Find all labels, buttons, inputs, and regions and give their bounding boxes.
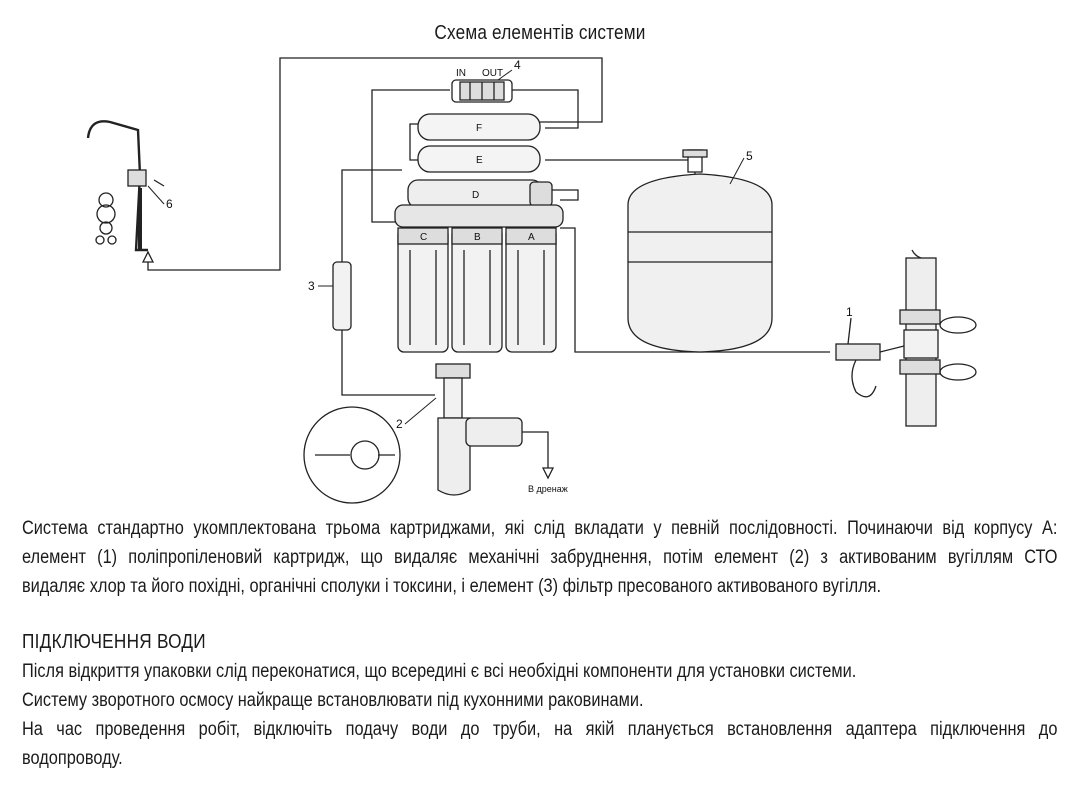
manifold-head — [394, 204, 564, 228]
membrane-e — [417, 145, 541, 173]
label-e: E — [476, 155, 483, 166]
diagram-title: Схема елементів системи — [434, 22, 646, 44]
tube-d-loop — [545, 189, 579, 201]
drain-arrow — [541, 467, 555, 480]
label-3: 3 — [308, 279, 315, 293]
label-c: C — [420, 232, 427, 243]
housing-c — [397, 227, 449, 353]
tube-out-line — [512, 89, 579, 129]
storage-tank-5 — [627, 173, 773, 353]
feed-valve-1 — [835, 343, 881, 361]
drain-saddle-2 — [435, 363, 471, 379]
faucet-arrow — [141, 250, 155, 263]
label-1: 1 — [846, 305, 853, 319]
connection-paragraph-3b: водопроводу. — [22, 748, 123, 769]
label-in: IN — [456, 68, 466, 79]
tube-flow-restrictor — [341, 169, 402, 262]
description-line-1: Система стандартно укомплектована трьома… — [22, 518, 1058, 539]
connection-paragraph-2: Систему зворотного осмосу найкраще встан… — [22, 690, 644, 711]
membrane-f — [417, 113, 541, 141]
label-f: F — [476, 123, 482, 134]
flow-restrictor-3 — [332, 261, 352, 331]
connection-heading: ПІДКЛЮЧЕННЯ ВОДИ — [22, 631, 206, 653]
tube-e-tank — [545, 159, 696, 175]
description-line-2: елемент (1) поліпропіленовий картридж, щ… — [22, 547, 1058, 568]
label-4: 4 — [514, 58, 521, 72]
label-6: 6 — [166, 197, 173, 211]
label-out: OUT — [482, 68, 503, 79]
connection-paragraph-1: Після відкриття упаковки слід переконати… — [22, 661, 857, 682]
label-b: B — [474, 232, 481, 243]
description-text: Система стандартно укомплектована трьома… — [22, 514, 1057, 601]
connection-section: ПІДКЛЮЧЕННЯ ВОДИ Після відкриття упаковк… — [22, 628, 1057, 773]
tube-to-drain — [341, 330, 435, 396]
description-line-3: видаляє хлор та його похідні, органічні … — [22, 576, 882, 597]
tube-faucet-line — [147, 57, 603, 271]
faucet-6 — [86, 120, 148, 252]
drain-clamp-detail — [303, 406, 401, 504]
housing-b — [451, 227, 503, 353]
connection-paragraph-3a: На час проведення робіт, відключіть пода… — [22, 719, 1058, 740]
feed-adapter-tee — [903, 329, 939, 359]
housing-a — [505, 227, 557, 353]
label-5: 5 — [746, 149, 753, 163]
label-2: 2 — [396, 417, 403, 431]
faucet-washer — [98, 192, 114, 208]
label-a: A — [528, 232, 535, 243]
tube-drain-out — [520, 431, 549, 470]
label-d: D — [472, 190, 479, 201]
tube-in-loop — [371, 89, 450, 223]
tube-f-loop — [409, 123, 418, 161]
label-drain: В дренаж — [528, 484, 568, 494]
system-diagram: IN OUT F E D C B A В дренаж 4 5 6 3 2 1 — [86, 57, 977, 504]
